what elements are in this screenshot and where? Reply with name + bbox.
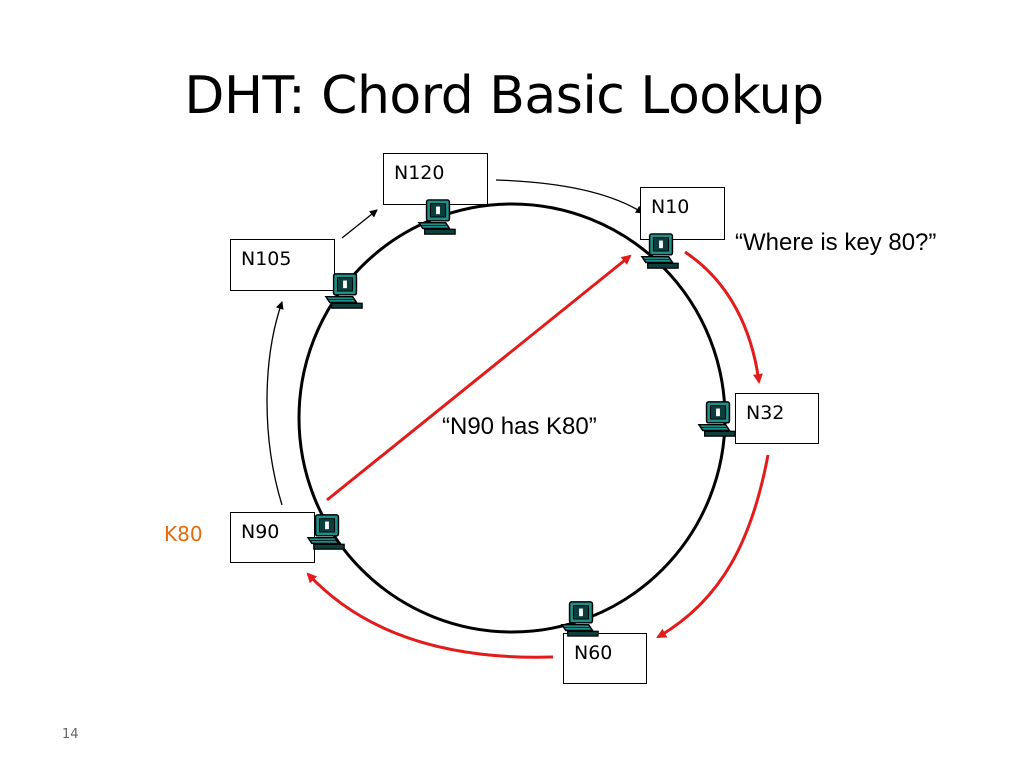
node-label-n120: N120 <box>394 162 445 184</box>
node-box-n10: N10 <box>640 187 725 240</box>
slide-title: DHT: Chord Basic Lookup <box>184 66 824 126</box>
page-number: 14 <box>62 727 79 742</box>
lookup-arrow-n60-to-n90 <box>306 572 554 659</box>
computer-icon <box>698 401 736 437</box>
node-box-n120: N120 <box>383 153 488 205</box>
node-box-n105: N105 <box>230 239 335 291</box>
computer-icon <box>561 601 599 637</box>
node-box-n32: N32 <box>735 393 819 444</box>
node-box-n60: N60 <box>563 633 647 684</box>
query-callout: “Where is key 80?” <box>735 229 937 256</box>
arrow-n90-to-n105 <box>266 301 284 506</box>
node-label-n105: N105 <box>241 248 292 270</box>
answer-callout: “N90 has K80” <box>442 413 597 440</box>
arrow-n105-to-n120 <box>341 209 378 239</box>
key-label-k80: K80 <box>164 522 203 546</box>
computer-icon <box>641 233 679 269</box>
node-label-n60: N60 <box>574 642 613 664</box>
node-label-n32: N32 <box>746 402 785 424</box>
node-label-n10: N10 <box>651 196 690 218</box>
node-label-n90: N90 <box>241 521 280 543</box>
lookup-arrow-n10-to-n32 <box>684 250 763 384</box>
arrow-n120-to-n10 <box>495 179 644 214</box>
computer-icon <box>418 199 456 235</box>
computer-icon <box>325 273 363 309</box>
lookup-reply-n90-to-n10 <box>326 254 632 502</box>
computer-icon <box>307 514 345 550</box>
lookup-arrow-n32-to-n60 <box>656 454 770 639</box>
